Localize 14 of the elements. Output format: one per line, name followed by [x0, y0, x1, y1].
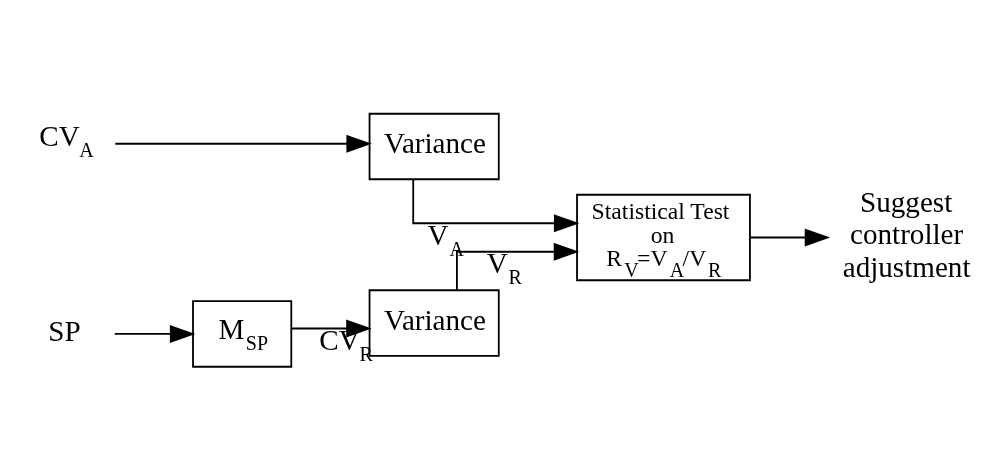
arrow: [290, 319, 372, 337]
arrow: [114, 134, 372, 153]
arrow: [749, 228, 831, 246]
node-text: Suggest controller adjustment: [842, 185, 971, 283]
node-box: Statistical Test on R$_{V}$=V$_{A}$/V$_{R}$: [576, 193, 751, 281]
arrow: [113, 324, 196, 343]
arrow: [412, 178, 580, 232]
arrow: [456, 242, 580, 291]
edge-label: V$_{R}$: [486, 246, 522, 288]
edge-label: V$_{A}$: [427, 218, 464, 260]
node-box: M$_{SP}$: [192, 299, 293, 368]
node-text: CV$_{A}$: [39, 119, 94, 161]
node-text: SP: [48, 314, 81, 347]
node-box: Variance: [368, 112, 500, 180]
